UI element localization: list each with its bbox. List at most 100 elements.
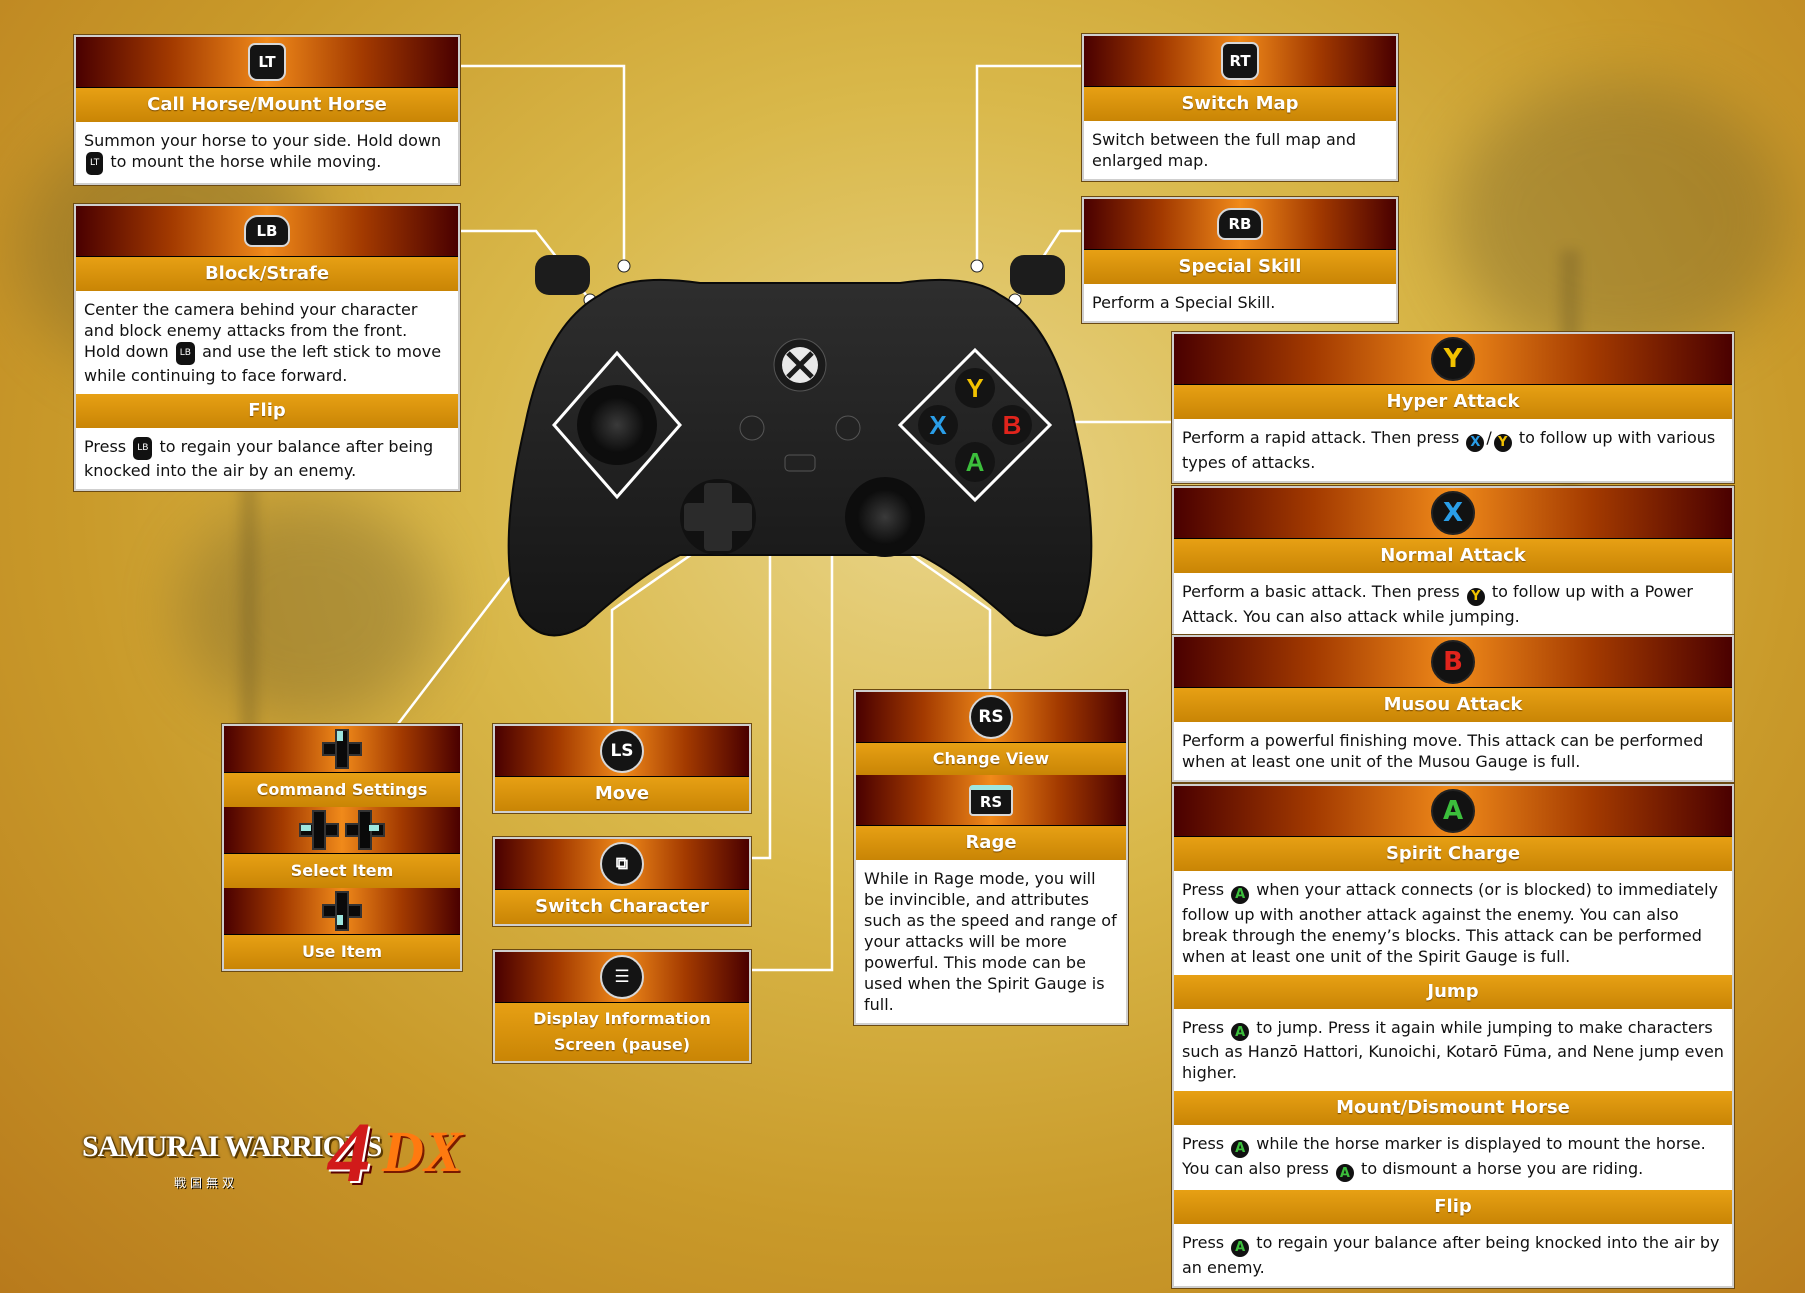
desc-text: to follow up with various types of attac…: [1182, 428, 1716, 472]
block-strafe-desc: Center the camera behind your character …: [76, 291, 458, 394]
card-header: LB: [76, 206, 458, 257]
desc-text: when your attack connects (or is blocked…: [1182, 880, 1718, 966]
musou-attack-desc: Perform a powerful finishing move. This …: [1174, 722, 1732, 780]
desc-text: Press: [1182, 1233, 1225, 1252]
rt-button-icon: RT: [1221, 42, 1259, 80]
desc-text: to mount the horse while moving.: [110, 152, 382, 171]
x-button-icon: X: [1431, 491, 1475, 535]
card-hyper-attack: Y Hyper Attack Perform a rapid attack. T…: [1172, 332, 1734, 483]
rs-button-icon: RS: [969, 695, 1013, 739]
dpad-up-icon: [322, 729, 362, 769]
a-inline-icon: A: [1231, 885, 1250, 904]
card-header: X: [1174, 488, 1732, 539]
desc-text: while the horse marker is displayed to m…: [1182, 1134, 1706, 1178]
switch-character-title: Switch Character: [495, 890, 749, 924]
desc-text: to regain your balance after being knock…: [84, 437, 434, 480]
desc-text: to jump. Press it again while jumping to…: [1182, 1017, 1724, 1083]
rage-title: Rage: [856, 826, 1126, 860]
display-info-title: Display Information Screen (pause): [495, 1003, 749, 1061]
mount-dismount-desc: Press A while the horse marker is displa…: [1174, 1125, 1732, 1190]
controller-a-label: A: [966, 447, 985, 477]
card-call-horse: LT Call Horse/Mount Horse Summon your ho…: [74, 35, 460, 185]
xbox-controller: Y X B A: [507, 255, 1093, 637]
y-inline-icon: Y: [1493, 433, 1512, 452]
musou-attack-title: Musou Attack: [1174, 688, 1732, 722]
select-item-title: Select Item: [224, 854, 460, 888]
view-button-icon: ⧉: [600, 842, 644, 886]
menu-button-icon: ☰: [600, 955, 644, 999]
card-header: LS: [495, 726, 749, 777]
a-inline-icon: A: [1335, 1164, 1354, 1182]
command-settings-title: Command Settings: [224, 773, 460, 807]
background-foliage: [180, 500, 440, 720]
flip-title: Flip: [1174, 1190, 1732, 1224]
a-button-icon: A: [1431, 789, 1475, 833]
card-dpad: Command Settings Select Item Use Item: [222, 724, 462, 971]
rs-press-icon: RS: [969, 784, 1013, 816]
desc-text: to follow up with a Power Attack. You ca…: [1182, 582, 1693, 626]
flip-title: Flip: [76, 394, 458, 428]
lt-button-icon: LT: [248, 43, 286, 81]
y-inline-icon: Y: [1466, 587, 1485, 606]
card-header: ☰: [495, 952, 749, 1003]
lb-button-icon: LB: [244, 215, 290, 247]
dpad-left-icon: [299, 810, 339, 850]
logo-title: SAMURAI WARRIORS: [82, 1130, 382, 1163]
call-horse-title: Call Horse/Mount Horse: [76, 88, 458, 122]
desc-text: /: [1486, 428, 1492, 447]
x-inline-icon: X: [1466, 433, 1485, 452]
card-header: LT: [76, 37, 458, 88]
controller-y-label: Y: [966, 373, 983, 403]
card-header: Y: [1174, 334, 1732, 385]
hyper-attack-desc: Perform a rapid attack. Then press X/Y t…: [1174, 419, 1732, 481]
card-header: [224, 888, 460, 935]
block-strafe-title: Block/Strafe: [76, 257, 458, 291]
desc-text: and use the left stick to move while con…: [84, 342, 442, 385]
switch-map-desc: Switch between the full map and enlarged…: [1084, 121, 1396, 179]
desc-text: Perform a basic attack. Then press: [1182, 582, 1460, 601]
card-special-skill: RB Special Skill Perform a Special Skill…: [1082, 197, 1398, 323]
card-move: LS Move: [493, 724, 751, 813]
jump-title: Jump: [1174, 974, 1732, 1009]
hyper-attack-title: Hyper Attack: [1174, 385, 1732, 419]
a-inline-icon: A: [1231, 1023, 1250, 1041]
logo-subtitle: 戦国無双: [174, 1176, 239, 1190]
game-logo: SAMURAI WARRIORS 4 DX 戦国無双: [82, 1104, 482, 1208]
desc-text: Summon your horse to your side. Hold dow…: [84, 131, 442, 150]
card-header: RS: [856, 692, 1126, 743]
card-block-strafe: LB Block/Strafe Center the camera behind…: [74, 204, 460, 491]
lb-inline-icon: LB: [133, 437, 153, 460]
mount-dismount-title: Mount/Dismount Horse: [1174, 1091, 1732, 1125]
controller-b-label: B: [1003, 410, 1022, 440]
card-display-info: ☰ Display Information Screen (pause): [493, 950, 751, 1063]
desc-text: Press: [1182, 880, 1225, 899]
controller-x-label: X: [929, 410, 947, 440]
a-inline-icon: A: [1231, 1238, 1250, 1257]
dpad-right-icon: [345, 810, 385, 850]
logo-suffix: DX: [382, 1119, 463, 1184]
card-normal-attack: X Normal Attack Perform a basic attack. …: [1172, 486, 1734, 637]
special-skill-title: Special Skill: [1084, 250, 1396, 284]
jump-desc: Press A to jump. Press it again while ju…: [1174, 1008, 1732, 1091]
card-switch-map: RT Switch Map Switch between the full ma…: [1082, 34, 1398, 181]
desc-text: to regain your balance after being knock…: [1182, 1233, 1720, 1277]
call-horse-desc: Summon your horse to your side. Hold dow…: [76, 122, 458, 183]
a-inline-icon: A: [1231, 1139, 1250, 1158]
desc-text: Center the camera behind your character …: [84, 300, 418, 340]
background-foliage: [1450, 80, 1790, 360]
card-switch-character: ⧉ Switch Character: [493, 837, 751, 926]
flip-desc: Press A to regain your balance after bei…: [1174, 1224, 1732, 1286]
switch-map-title: Switch Map: [1084, 87, 1396, 121]
lt-inline-icon: LT: [86, 152, 104, 175]
rb-button-icon: RB: [1217, 208, 1263, 240]
desc-text: to dismount a horse you are riding.: [1361, 1158, 1644, 1178]
desc-text: Perform a rapid attack. Then press: [1182, 428, 1460, 447]
card-header: A: [1174, 786, 1732, 837]
card-header: RB: [1084, 199, 1396, 250]
lb-inline-icon: LB: [175, 342, 195, 365]
card-musou-attack: B Musou Attack Perform a powerful finish…: [1172, 635, 1734, 782]
normal-attack-title: Normal Attack: [1174, 539, 1732, 573]
spirit-charge-desc: Press A when your attack connects (or is…: [1174, 871, 1732, 975]
ls-button-icon: LS: [600, 729, 644, 773]
flip-desc: Press LB to regain your balance after be…: [76, 428, 458, 489]
